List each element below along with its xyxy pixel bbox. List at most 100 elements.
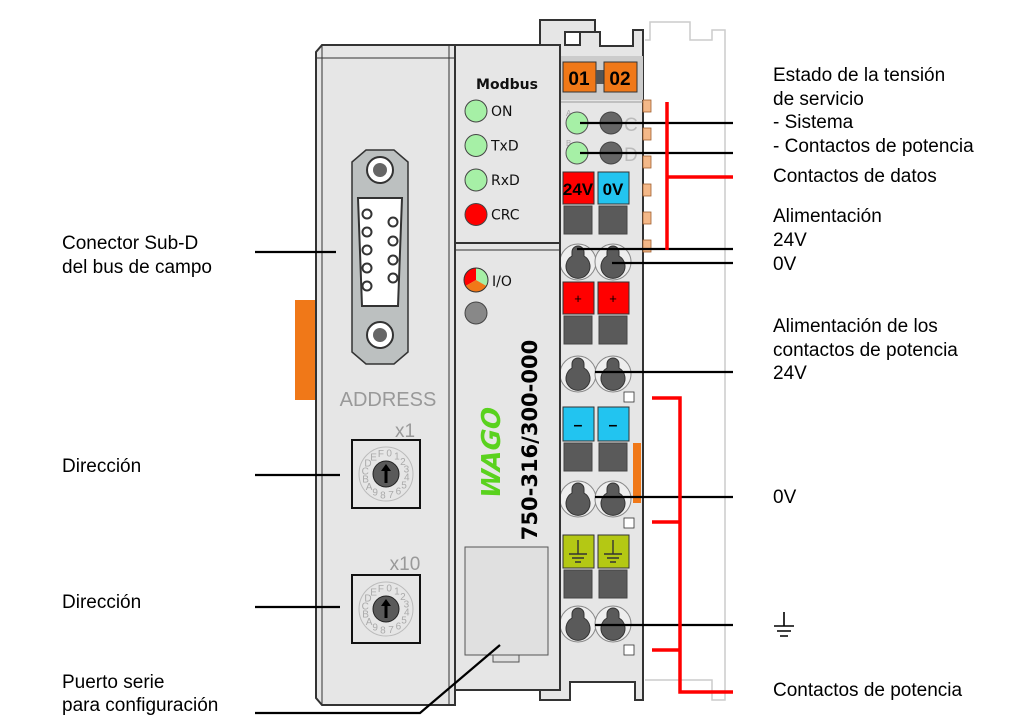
- label-power-supply-2: contactos de potencia: [773, 340, 958, 361]
- terminal-24v: [562, 171, 595, 205]
- clamp-screw[interactable]: [565, 607, 591, 641]
- address-label: ADDRESS: [340, 389, 437, 411]
- label-data-contacts: Contactos de datos: [773, 166, 937, 187]
- switch-digit: F: [378, 584, 384, 595]
- switch-digit: 3: [404, 464, 410, 475]
- led-label: ON: [491, 104, 513, 120]
- terminal-ground: [562, 534, 630, 569]
- label-status-power: - Contactos de potencia: [773, 136, 974, 157]
- clamp-screw[interactable]: [600, 482, 626, 516]
- led-c-label: C: [624, 115, 638, 136]
- led-a-label: A: [566, 109, 572, 118]
- minus-label: –: [609, 417, 618, 434]
- release-latch: [633, 443, 641, 503]
- switch-digit: C: [362, 601, 369, 612]
- sub-d-pin: [361, 280, 373, 292]
- clamp-opening: [598, 205, 628, 235]
- terminal-01-label: 01: [568, 69, 590, 90]
- plus-label: +: [609, 291, 617, 306]
- led-rxd: [464, 168, 488, 192]
- label-subd: Conector Sub-D: [62, 233, 198, 254]
- switch-digit: 9: [372, 487, 378, 498]
- led-label: RxD: [491, 173, 520, 189]
- sub-d-connector[interactable]: [351, 149, 409, 365]
- label-supply-24v: 24V: [773, 230, 807, 251]
- switch-digit: D: [364, 594, 371, 605]
- label-address-x10: Dirección: [62, 592, 141, 613]
- switch-digit: 1: [394, 587, 400, 598]
- clamp-screw[interactable]: [565, 357, 591, 391]
- terminal-plus-1: [562, 281, 595, 315]
- terminal-0v: [597, 171, 630, 205]
- label-address-x1: Dirección: [62, 456, 141, 477]
- adjacent-module-outline: [645, 21, 726, 701]
- sub-d-pin: [361, 208, 373, 220]
- arrow-up-icon: [381, 599, 391, 618]
- led-label: TxD: [490, 139, 519, 155]
- switch-digit: A: [366, 617, 373, 628]
- clamp-opening: [563, 569, 593, 599]
- data-contacts: [642, 99, 652, 253]
- io-led: [463, 267, 489, 293]
- clamp-opening: [563, 442, 593, 472]
- led-label: CRC: [491, 208, 520, 224]
- switch-digit: 2: [400, 457, 406, 468]
- label-power-supply: Alimentación de los: [773, 316, 938, 337]
- jumper-markers: [623, 391, 635, 656]
- label-power-supply-3: 24V: [773, 363, 807, 384]
- label-status: Estado de la tensión: [773, 65, 945, 86]
- terminal-minus-2: [597, 406, 630, 442]
- fieldbus-panel: Modbus ON TxD RxD CRC I/O 750-316/300-000 W…: [454, 44, 561, 691]
- minus-label: –: [574, 417, 583, 434]
- label-supply-0v: 0V: [773, 254, 797, 275]
- clamp-opening: [598, 442, 628, 472]
- clamp-opening: [563, 315, 593, 345]
- clamp-opening: [598, 569, 628, 599]
- switch-digit: 7: [388, 625, 394, 636]
- bus-name: Modbus: [476, 77, 538, 93]
- sub-d-pin: [361, 226, 373, 238]
- switch-digit: B: [362, 475, 369, 486]
- model-number: 750-316/300-000: [518, 340, 542, 540]
- label-0v: 0V: [773, 487, 797, 508]
- switch-x1-label: x1: [395, 421, 415, 442]
- terminal-0v-label: 0V: [603, 180, 624, 199]
- clamp-opening: [563, 205, 593, 235]
- clamp-opening: [598, 315, 628, 345]
- switch-digit: 4: [404, 473, 410, 484]
- switch-digit: 5: [401, 615, 407, 626]
- clamp-screw[interactable]: [600, 357, 626, 391]
- left-labels: Conector Sub-D del bus de campo Direcció…: [62, 233, 218, 716]
- label-serial: Puerto serie: [62, 672, 164, 693]
- din-rail-clip: [295, 300, 317, 400]
- serial-port-cover[interactable]: [464, 546, 549, 656]
- switch-digit: 6: [396, 486, 402, 497]
- led-on: [464, 99, 488, 123]
- leader-lines: [255, 102, 733, 715]
- switch-digit: 9: [372, 622, 378, 633]
- plus-label: +: [574, 291, 582, 306]
- switch-digit: 6: [396, 621, 402, 632]
- sub-d-pin: [387, 272, 399, 284]
- terminal-block: 01 02 A B C D 24V 0V + + – –: [539, 19, 652, 701]
- led-txd: [464, 134, 488, 157]
- sub-d-pin: [387, 235, 399, 247]
- switch-digit: C: [362, 466, 369, 477]
- arrow-up-icon: [381, 464, 391, 483]
- switch-digit: E: [370, 588, 377, 599]
- clamp-screw[interactable]: [565, 482, 591, 516]
- terminal-plus-2: [597, 281, 630, 315]
- switch-digit: F: [378, 449, 384, 460]
- clamp-screw[interactable]: [565, 245, 591, 279]
- label-status-2: de servicio: [773, 89, 864, 110]
- ground-icon: [774, 612, 794, 637]
- led-crc: [464, 203, 488, 226]
- wago-logo: WAGO: [476, 403, 506, 502]
- terminal-02-label: 02: [609, 69, 630, 90]
- io-led-label: I/O: [492, 274, 512, 290]
- label-status-system: - Sistema: [773, 112, 854, 133]
